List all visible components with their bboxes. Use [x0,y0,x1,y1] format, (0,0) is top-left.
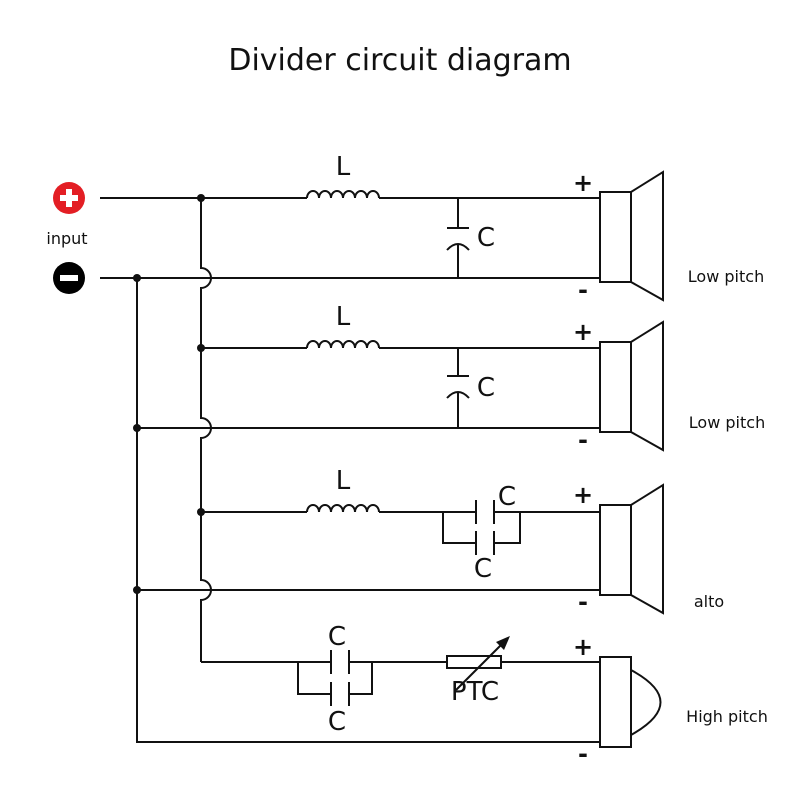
output-label: alto [694,592,724,611]
ptc-resistor-symbol [446,636,600,691]
capacitor-symbol [446,198,470,278]
minus-sign: - [578,426,588,454]
inductor-symbol [306,504,380,513]
branch-high-pitch: C C PTC + - High pitch [201,622,768,768]
parallel-capacitor-symbol [442,500,600,555]
plus-sign: + [573,169,593,197]
input-label: input [46,229,87,248]
plus-terminal-icon [53,182,85,214]
positive-bus [100,197,307,662]
inductor-label: L [336,152,351,182]
output-label: Low pitch [689,413,765,432]
inductor-label: L [336,466,351,496]
minus-sign: - [578,588,588,616]
capacitor-label: C [328,707,346,737]
plus-sign: + [573,481,593,509]
inductor-label: L [336,302,351,332]
negative-bus [100,277,600,743]
minus-terminal-icon [53,262,85,294]
ptc-label: PTC [451,677,499,707]
midrange-speaker-icon [599,483,664,615]
capacitor-label: C [477,223,495,253]
tweeter-speaker-icon [599,656,662,748]
branch-alto: L C C + - alto [137,466,724,616]
junction-dot [133,274,141,282]
minus-sign: - [578,276,588,304]
minus-sign: - [578,740,588,768]
plus-sign: + [573,633,593,661]
parallel-capacitor-symbol [297,650,447,706]
woofer-speaker-icon [599,170,664,302]
capacitor-label: C [498,482,516,512]
output-label: High pitch [686,707,768,726]
woofer-speaker-icon [599,320,664,452]
branch-low-pitch-2: L C + - Low pitch [137,302,765,454]
capacitor-symbol [446,348,470,428]
inductor-symbol [306,190,380,199]
output-label: Low pitch [688,267,764,286]
inductor-symbol [306,340,380,349]
plus-sign: + [573,318,593,346]
branch-low-pitch-1: L C + - Low pitch [306,152,764,304]
capacitor-label: C [477,373,495,403]
capacitor-label: C [328,622,346,652]
diagram-title: Divider circuit diagram [228,43,571,78]
capacitor-label: C [474,554,492,584]
junction-dot [197,194,205,202]
